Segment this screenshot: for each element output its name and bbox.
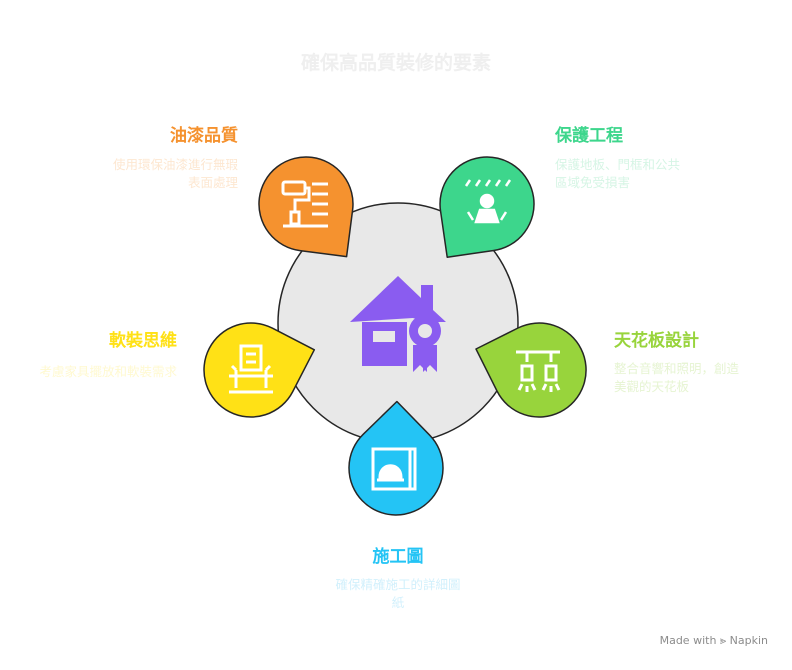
blueprint-helmet-icon [371,447,417,491]
desc-paint-quality-line2: 表面處理 [187,175,238,190]
label-ceiling-design: 天花板設計 [614,331,699,351]
desc-paint-quality: 使用環保油漆進行無瑕 表面處理 [74,156,238,192]
desc-ceiling-design-line1: 整合音響和照明，創造 [614,361,740,376]
diagram-title: 確保高品質裝修的要素 [300,52,491,74]
napkin-logo-icon: ⪢ [719,634,727,647]
desc-soft-furnishing: 考慮家具擺放和軟裝需求 [39,364,177,379]
footer-brand: Napkin [729,634,768,647]
desc-protection-work: 保護地板、門框和公共 區域免受損害 [555,156,725,192]
label-paint-quality: 油漆品質 [170,126,238,146]
desc-protection-work-line2: 區域免受損害 [555,175,631,190]
house-award-icon [350,276,446,372]
petal-paint-quality [258,156,354,258]
protection-worker-icon [464,179,512,224]
desc-protection-work-line1: 保護地板、門框和公共 [555,157,681,172]
desc-construction-drawing-line2: 紙 [391,595,405,610]
furniture-icon [229,344,273,394]
footer-attribution: Made with ⪢ Napkin [660,634,768,648]
label-protection-work: 保護工程 [555,126,623,146]
ceiling-lights-icon [516,350,561,392]
label-soft-furnishing: 軟裝思維 [109,331,177,351]
desc-construction-drawing: 確保精確施工的詳細圖 紙 [316,576,480,612]
paint-roller-icon [281,180,328,228]
desc-paint-quality-line1: 使用環保油漆進行無瑕 [112,157,238,172]
desc-construction-drawing-line1: 確保精確施工的詳細圖 [335,577,461,592]
desc-ceiling-design-line2: 美觀的天花板 [614,379,690,394]
desc-ceiling-design: 整合音響和照明，創造 美觀的天花板 [614,360,779,396]
label-construction-drawing: 施工圖 [372,547,424,567]
footer-text: Made with [659,634,717,647]
